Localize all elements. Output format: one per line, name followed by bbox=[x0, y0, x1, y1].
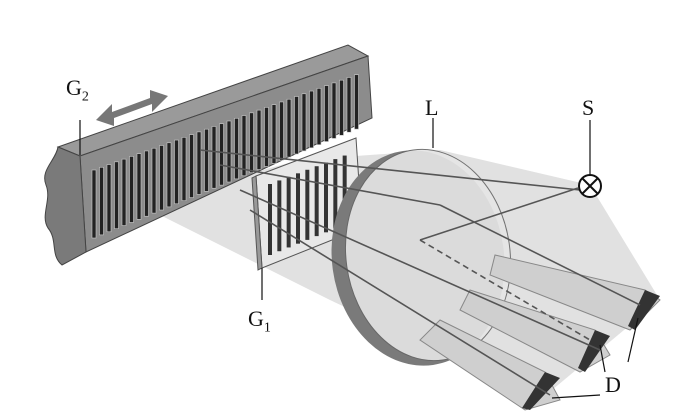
g2-slit bbox=[106, 164, 112, 233]
label-g1: G1 bbox=[248, 306, 271, 336]
g2-slit bbox=[286, 98, 292, 158]
g2-slit bbox=[196, 131, 202, 195]
detector-3 bbox=[628, 290, 660, 330]
g2-slit bbox=[264, 107, 269, 167]
g2-slit bbox=[204, 128, 209, 192]
g1-slit bbox=[305, 169, 310, 240]
g2-slit bbox=[211, 126, 217, 189]
g1-slit bbox=[277, 180, 282, 252]
g2-slit bbox=[114, 161, 119, 229]
leader-lines bbox=[79, 118, 639, 399]
g1-slit bbox=[333, 159, 338, 229]
detector-1 bbox=[522, 372, 560, 410]
g2-slit bbox=[166, 142, 172, 208]
g2-end-face bbox=[44, 146, 87, 266]
g2-slit bbox=[91, 169, 97, 239]
g2-slit bbox=[249, 112, 254, 173]
g2-slit bbox=[136, 153, 142, 220]
g2-slit bbox=[256, 109, 262, 170]
g1-slit bbox=[324, 162, 328, 233]
g2-slit bbox=[234, 117, 239, 180]
g2-slit bbox=[121, 158, 127, 226]
g2-slit bbox=[331, 82, 337, 139]
g2-slit bbox=[324, 85, 329, 142]
g1-slit bbox=[314, 166, 319, 237]
g2-slits bbox=[91, 74, 359, 239]
g2-slit bbox=[301, 93, 307, 152]
g2-slit bbox=[241, 115, 247, 177]
g2-slit bbox=[174, 139, 179, 205]
g2-slit bbox=[279, 101, 284, 161]
detector-2 bbox=[578, 330, 610, 372]
double-arrow-icon bbox=[96, 90, 168, 126]
g2-slit bbox=[271, 104, 277, 164]
g1-slit bbox=[296, 173, 300, 244]
g2-slit bbox=[309, 90, 314, 149]
g2-slit bbox=[354, 74, 359, 130]
g2-slit bbox=[181, 137, 187, 201]
g2-slit bbox=[339, 79, 344, 136]
g2-slit bbox=[294, 96, 299, 155]
label-g2: G2 bbox=[66, 75, 89, 105]
g1-slit bbox=[342, 155, 347, 225]
g2-slit bbox=[189, 134, 194, 198]
g2-slit bbox=[346, 77, 352, 133]
g2-slit bbox=[226, 120, 232, 183]
label-source: S bbox=[582, 95, 595, 120]
label-lens: L bbox=[425, 95, 439, 120]
g2-slit bbox=[316, 88, 322, 145]
light-rays bbox=[199, 149, 641, 396]
g2-slit bbox=[151, 147, 157, 214]
detector-beam-1 bbox=[419, 319, 561, 411]
g2-slit bbox=[219, 123, 224, 186]
detector-beam-2 bbox=[459, 289, 611, 373]
g1-slit bbox=[268, 184, 272, 255]
g2-slit bbox=[99, 166, 104, 236]
g2-slit bbox=[129, 156, 134, 223]
g2-slit bbox=[144, 150, 149, 217]
label-detectors: D bbox=[605, 372, 621, 397]
g2-slit bbox=[159, 145, 164, 211]
